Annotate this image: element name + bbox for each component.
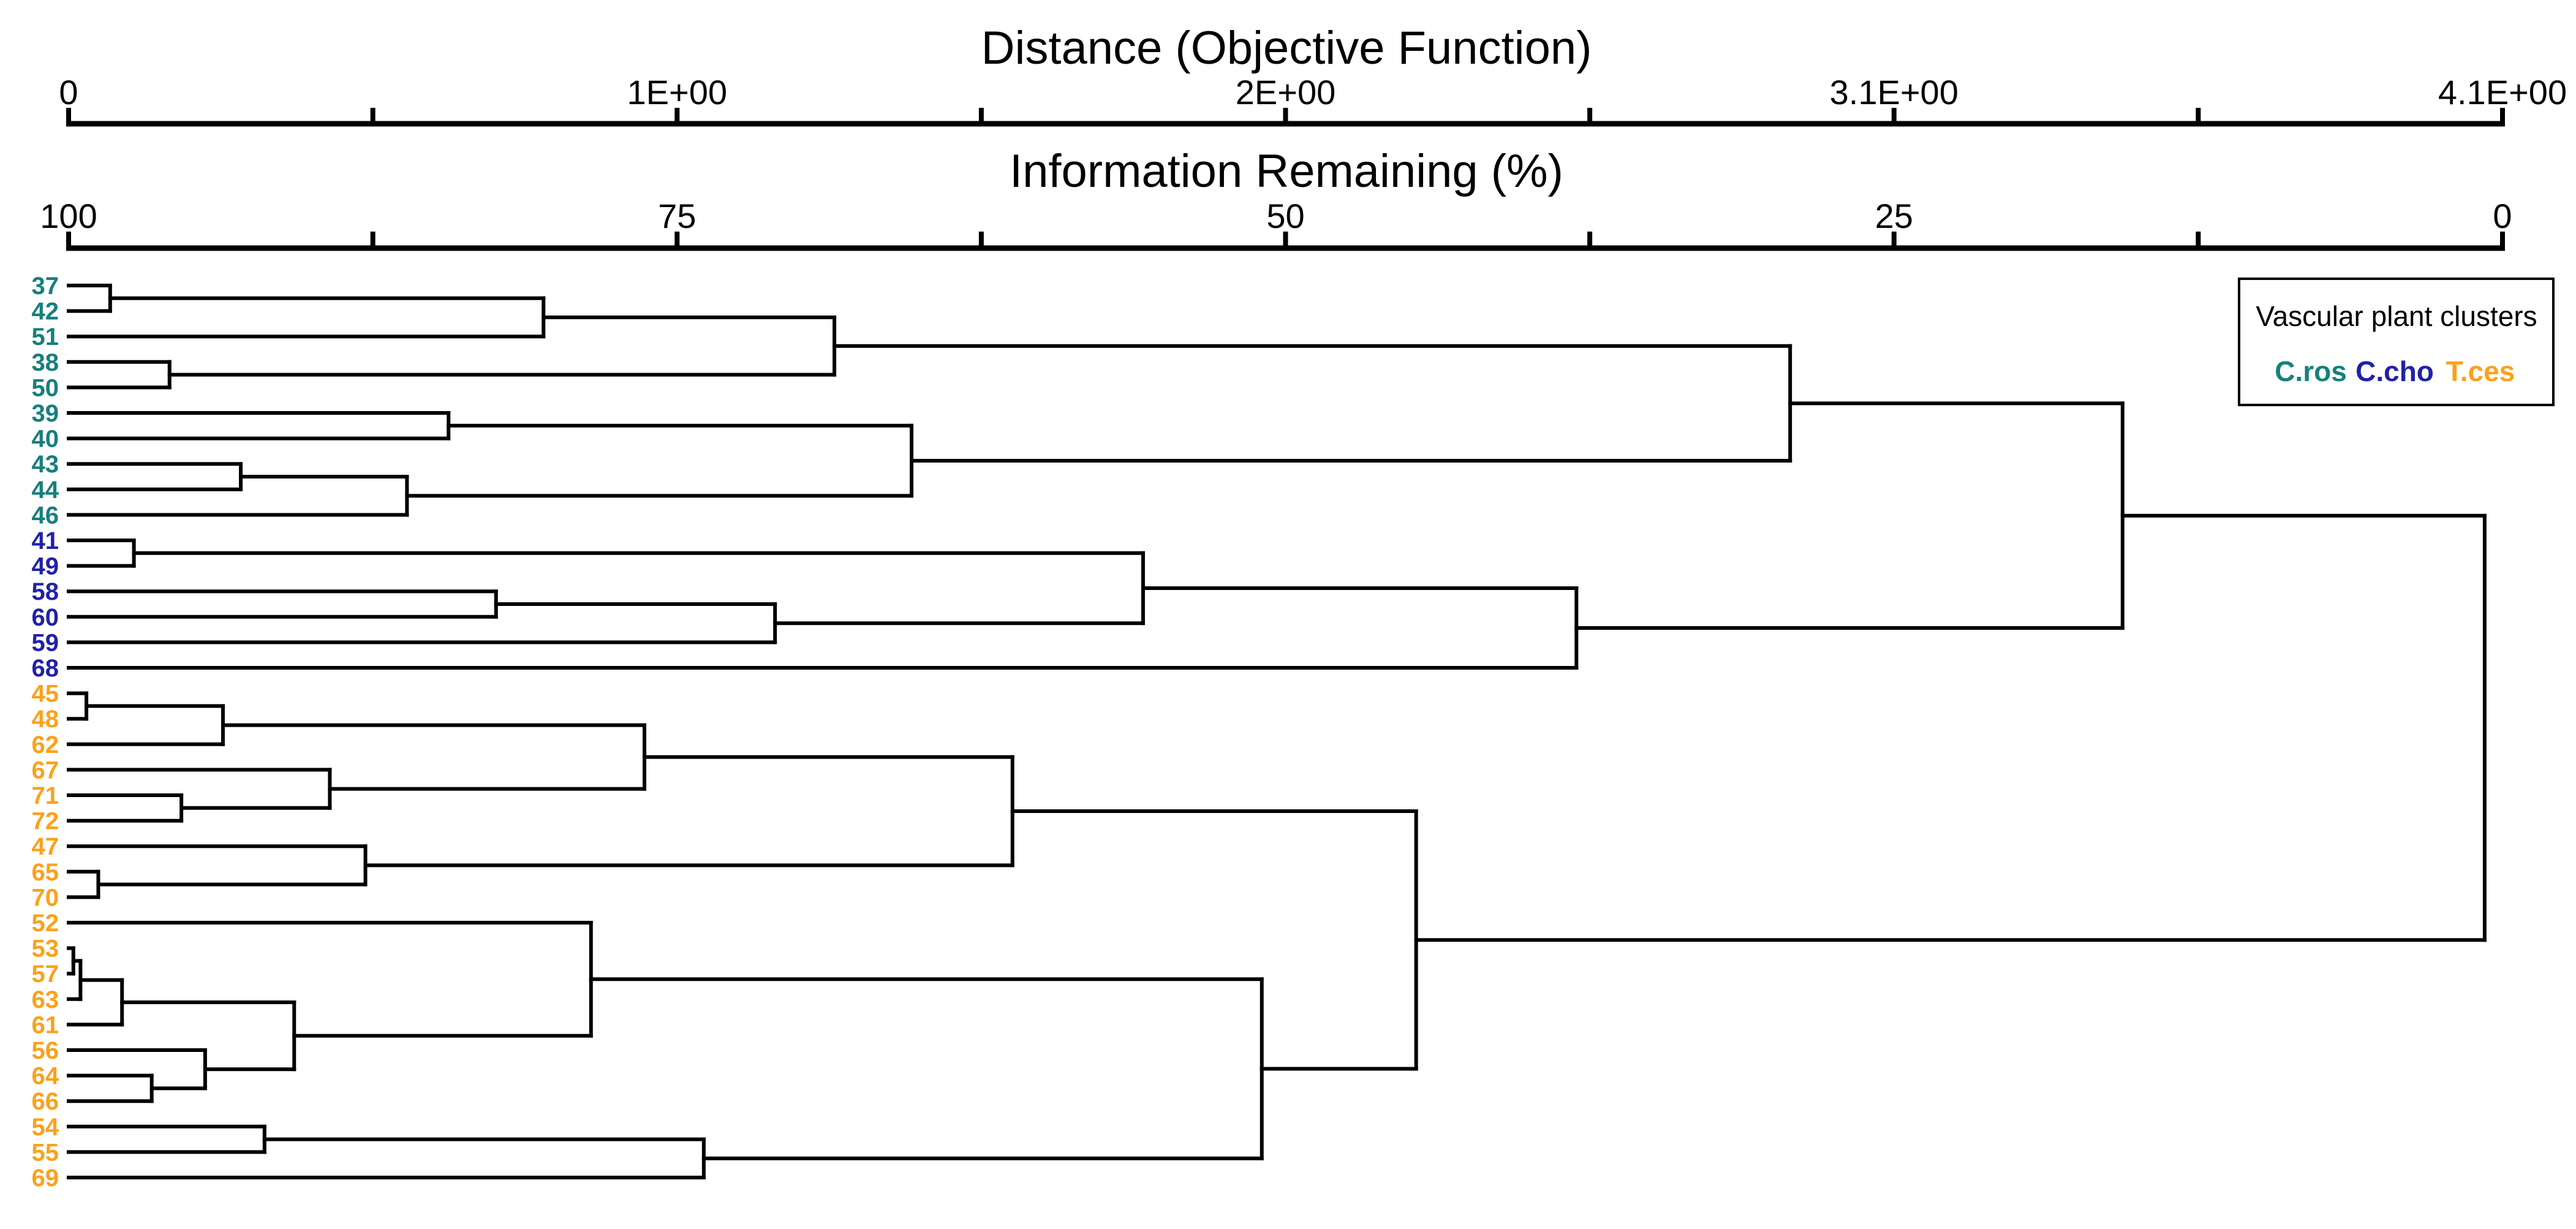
leaf-label: 60	[32, 604, 59, 631]
leaf-label: 58	[32, 578, 59, 605]
legend-entry-cros: C.ros	[2275, 355, 2347, 387]
leaf-label: 63	[32, 986, 59, 1013]
legend-entry-tces: T.ces	[2446, 355, 2515, 387]
distance-axis: 0 1E+00 2E+00 3.1E+00 4.1E+00	[59, 73, 2567, 127]
distance-axis-title: Distance (Objective Function)	[981, 22, 1592, 74]
axis-tick-label: 0	[59, 73, 78, 112]
leaf-label: 42	[32, 298, 59, 325]
axis-tick-label: 0	[2493, 197, 2512, 235]
axis-tick-label: 2E+00	[1236, 73, 1336, 112]
leaf-label: 45	[32, 681, 59, 708]
legend-title: Vascular plant clusters	[2256, 300, 2537, 332]
leaf-label: 54	[32, 1114, 59, 1141]
leaf-label: 72	[32, 808, 59, 835]
leaf-label: 41	[32, 528, 59, 554]
dendrogram-tree	[67, 284, 2487, 1179]
legend-box	[2238, 278, 2555, 406]
leaf-label: 66	[32, 1088, 59, 1115]
leaf-label: 61	[32, 1012, 59, 1038]
leaf-label: 48	[32, 706, 59, 733]
leaf-label: 59	[32, 629, 59, 656]
leaf-label: 68	[32, 655, 59, 682]
axis-tick-label: 50	[1266, 197, 1304, 235]
axis-tick-label: 25	[1875, 197, 1913, 235]
leaf-label: 38	[32, 349, 59, 376]
leaf-label: 62	[32, 732, 59, 758]
leaf-label: 64	[32, 1063, 59, 1090]
leaf-label: 53	[32, 936, 59, 962]
axis-tick-label: 1E+00	[627, 73, 728, 112]
leaf-label: 51	[32, 323, 59, 350]
axis-tick-label: 100	[40, 197, 97, 235]
axis-tick-label: 3.1E+00	[1830, 73, 1958, 112]
leaf-label: 43	[32, 451, 59, 478]
leaf-label: 49	[32, 553, 59, 580]
leaf-label: 69	[32, 1165, 59, 1192]
leaf-label: 37	[32, 273, 59, 300]
leaf-label: 50	[32, 374, 59, 401]
leaf-label: 39	[32, 400, 59, 427]
leaf-label: 57	[32, 961, 59, 988]
leaf-label: 55	[32, 1139, 59, 1166]
leaf-label: 67	[32, 757, 59, 784]
info-axis-title: Information Remaining (%)	[1010, 145, 1563, 197]
leaf-label: 40	[32, 426, 59, 453]
leaf-label: 71	[32, 782, 59, 809]
leaf-label: 46	[32, 502, 59, 529]
axis-tick-label: 75	[658, 197, 696, 235]
leaf-label: 56	[32, 1037, 59, 1064]
leaf-label: 52	[32, 910, 59, 937]
leaf-label: 70	[32, 884, 59, 911]
axis-tick-label: 4.1E+00	[2438, 73, 2567, 112]
legend: Vascular plant clusters C.ros C.cho T.ce…	[2238, 278, 2555, 406]
leaf-label: 44	[32, 477, 59, 504]
legend-entry-ccho: C.cho	[2355, 355, 2434, 387]
leaf-label: 65	[32, 859, 59, 886]
leaf-labels: 3742513850394043444641495860596845486267…	[32, 273, 59, 1192]
info-axis: 100 75 50 25 0	[40, 197, 2512, 251]
leaf-label: 47	[32, 833, 59, 860]
